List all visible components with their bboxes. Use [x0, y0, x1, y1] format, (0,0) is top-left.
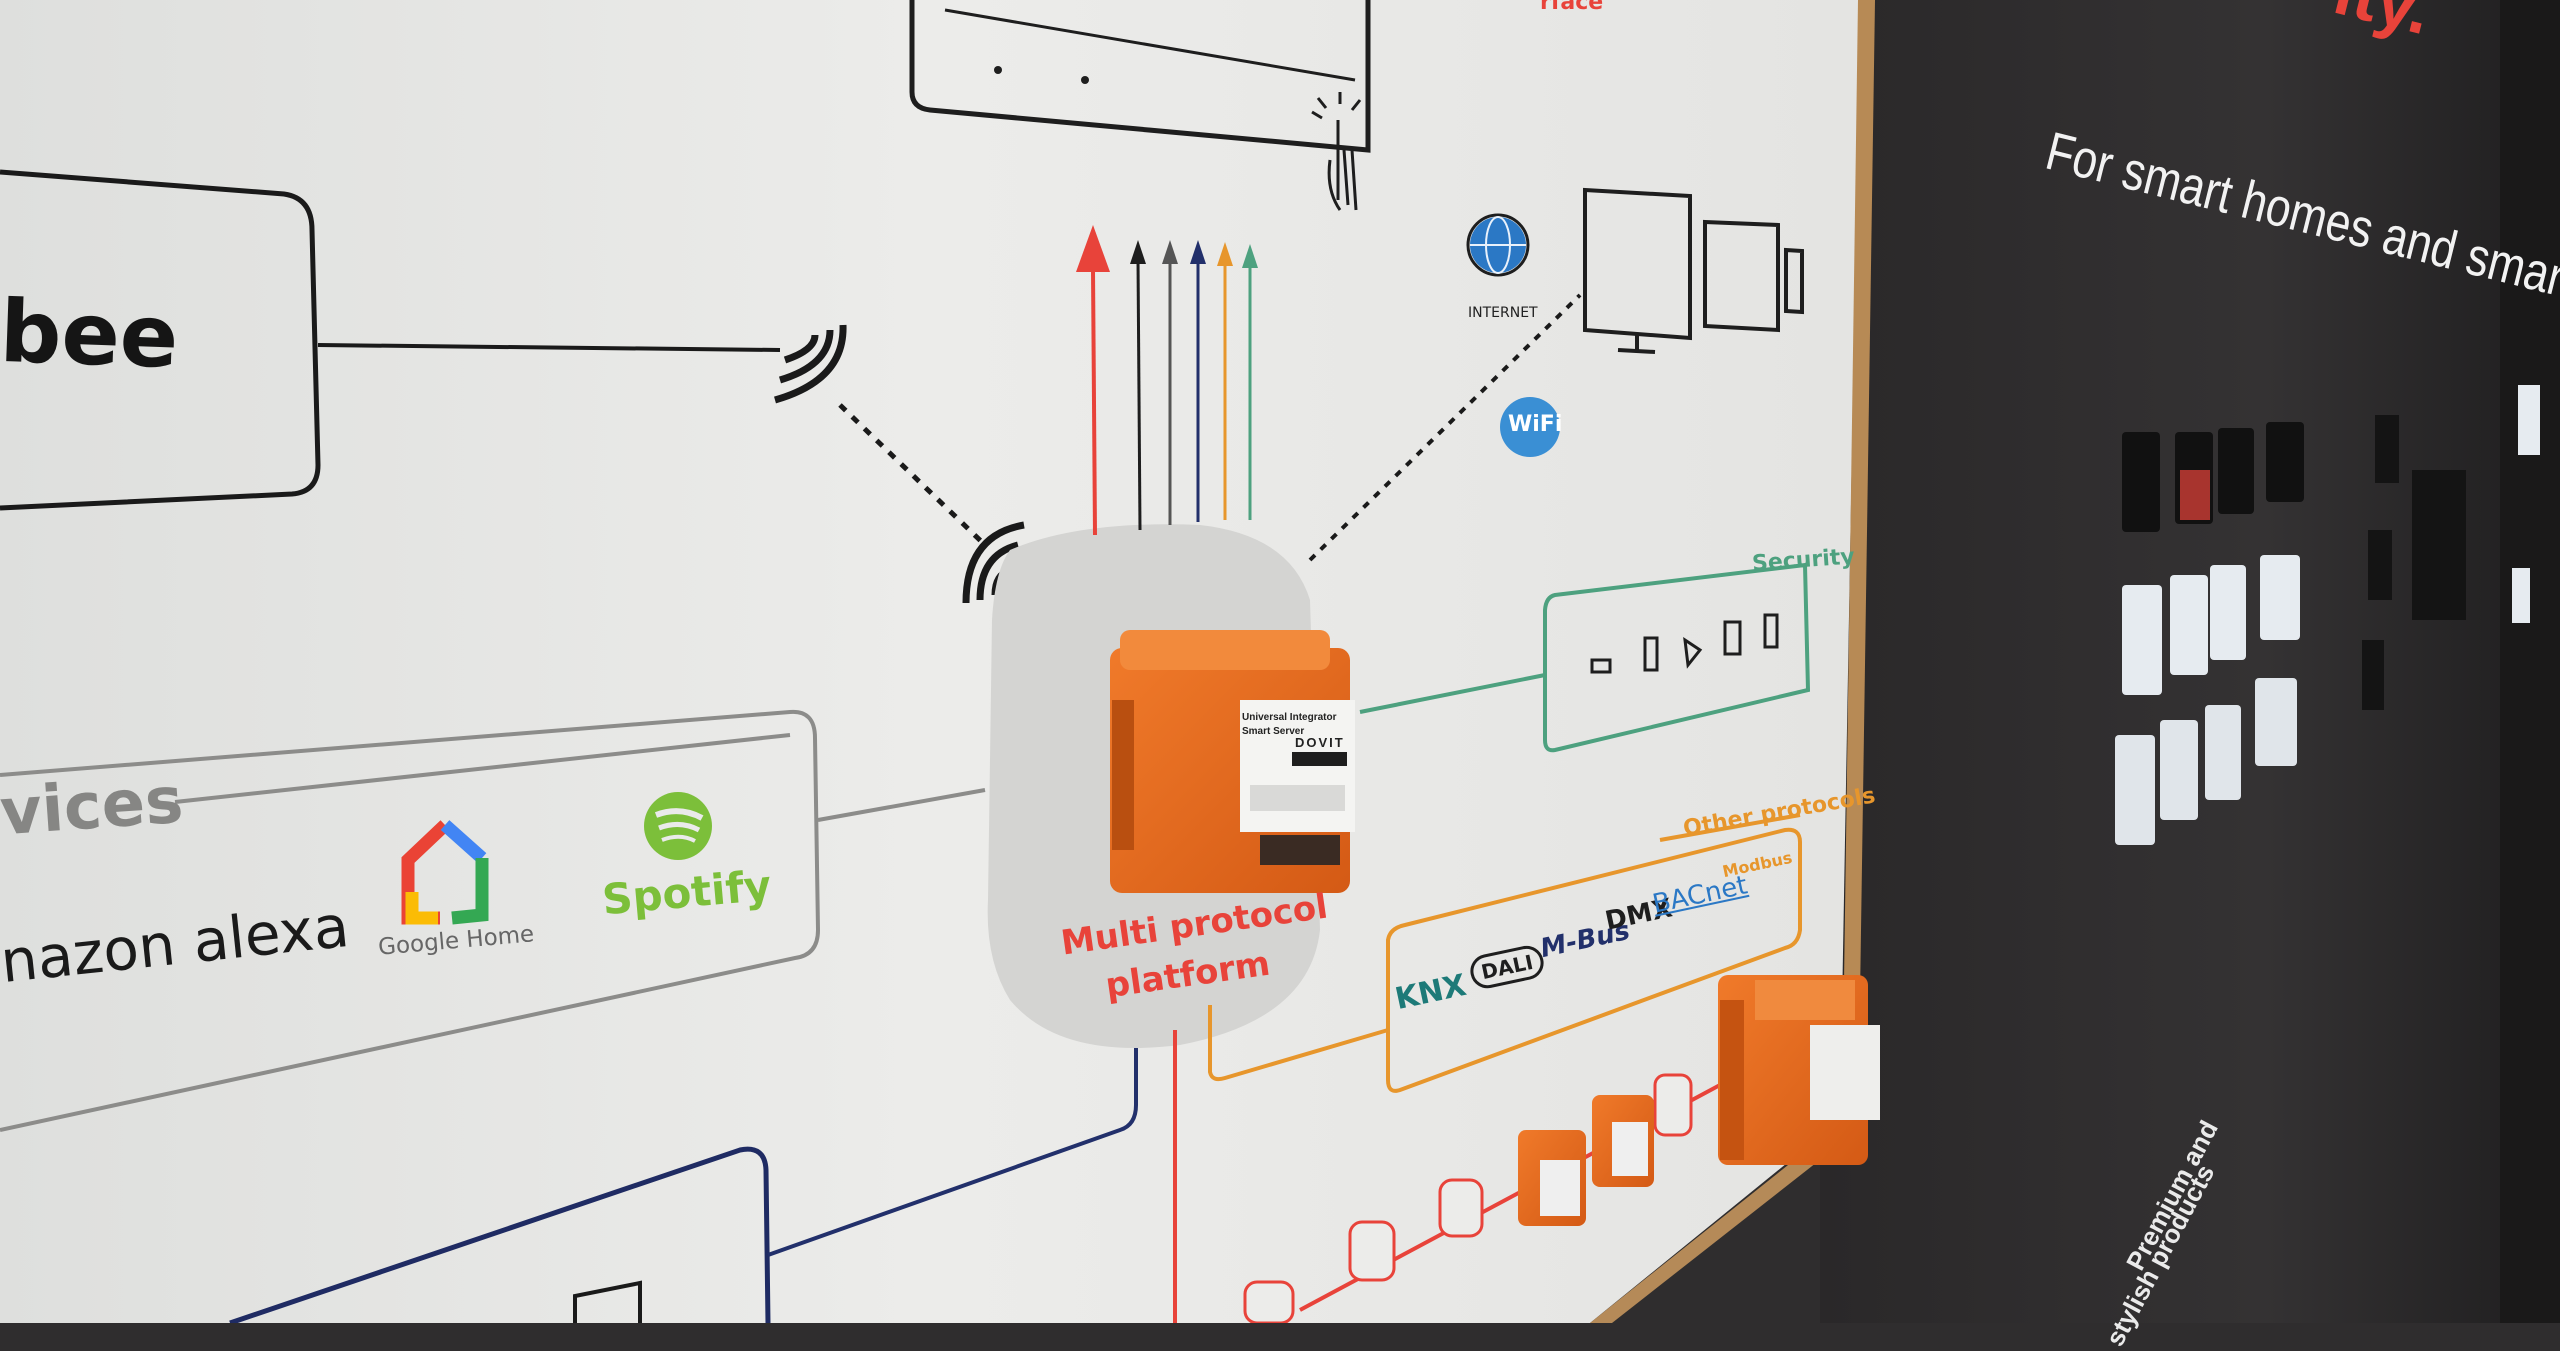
services-box	[0, 709, 821, 1132]
diagram-board	[0, 0, 1860, 1323]
zigbee-fragment: bee	[0, 281, 180, 389]
security-icons	[1590, 613, 1779, 674]
services-connector	[817, 788, 986, 822]
dovit-server-device	[1110, 630, 1355, 893]
wifi-icon	[1500, 397, 1560, 457]
right-din-module	[1718, 975, 1880, 1165]
small-relay-modules	[1518, 1095, 1654, 1226]
photo-scene	[0, 0, 2560, 1323]
bottom-device-icons	[1243, 1073, 1693, 1323]
wireless-signal-icon-upper	[774, 324, 847, 404]
internet-globe-icon	[1466, 213, 1530, 277]
output-arrows	[1076, 225, 1258, 536]
device-line2: Smart Server	[1242, 726, 1305, 737]
services-title-line	[174, 733, 791, 804]
board-frame	[1842, 0, 1875, 1130]
top-fragment: rface	[1540, 0, 1604, 15]
services-title: vices	[0, 763, 186, 851]
wifi-label: WiFi	[1508, 412, 1563, 437]
zigbee-box	[0, 169, 321, 511]
board-bottom-frame	[1590, 1122, 1858, 1323]
protocols-box	[1386, 827, 1802, 1093]
wall-right-edge	[2500, 0, 2560, 1323]
top-panel-outline	[909, 0, 1371, 153]
touch-hand-icon	[1311, 92, 1362, 211]
internet-label: INTERNET	[1468, 305, 1538, 321]
switch-panel-grid	[2115, 385, 2540, 845]
screens-icon	[1583, 187, 1804, 354]
spotify-icon	[644, 792, 712, 860]
blue-connector	[767, 1040, 1138, 1257]
protocols-connector	[1208, 1005, 1389, 1082]
device-brand: DOVIT	[1295, 735, 1345, 750]
google-home-icon	[401, 820, 489, 925]
internet-dotted-link	[1308, 293, 1582, 562]
security-connector	[1359, 673, 1546, 714]
device-line1: Universal Integrator	[1242, 712, 1337, 723]
zigbee-connector	[317, 343, 781, 352]
security-box	[1543, 562, 1811, 753]
bottom-left-box	[229, 1146, 771, 1323]
top-panel-inner-line	[944, 8, 1356, 82]
